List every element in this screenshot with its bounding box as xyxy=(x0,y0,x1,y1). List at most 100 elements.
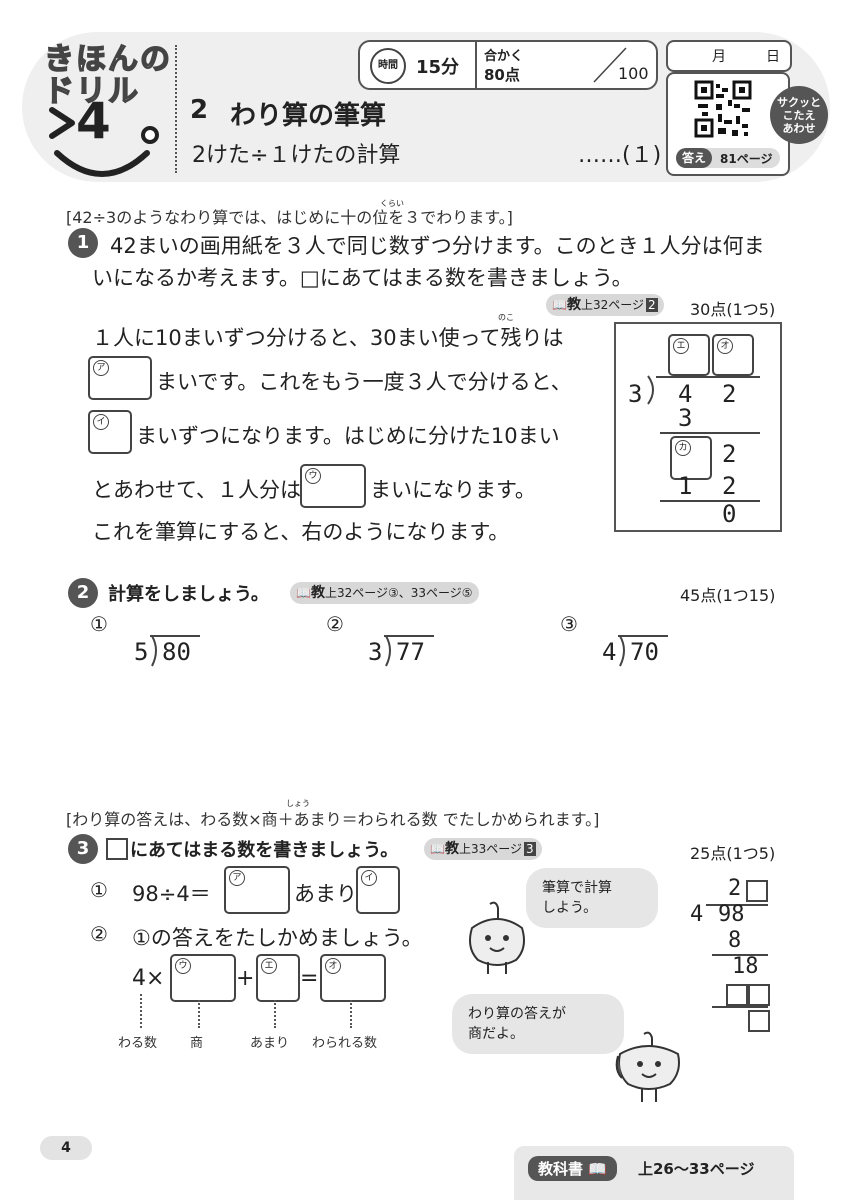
ruby-noko: のこ xyxy=(498,313,514,322)
book-icon: 📖 xyxy=(430,842,445,856)
hint-blank-remainder[interactable] xyxy=(748,1010,770,1032)
mascot-apple-girl-icon xyxy=(615,1031,680,1102)
ref-text: 上32ページ③、33ページ⑤ xyxy=(324,586,473,600)
section3-intro: [わり算の答えは、わる数×商＋あまり＝わられる数 でたしかめられます。] xyxy=(66,810,600,829)
problem-1-divisor: 5 xyxy=(134,638,149,666)
question-number-1: 1 xyxy=(68,228,98,258)
answer-blank-eq-quotient[interactable]: ウ xyxy=(170,954,236,1002)
textbook-footer: 教科書 📖 上26～33ページ xyxy=(514,1146,794,1200)
textbook-pages: 上26～33ページ xyxy=(638,1160,755,1178)
box-divider xyxy=(475,42,477,88)
rule-1 xyxy=(660,432,760,434)
blank-label: エ xyxy=(261,958,277,974)
q3-points: 25点(1つ5) xyxy=(690,844,776,863)
hint-blank-1[interactable] xyxy=(726,984,748,1006)
ref-text: 上32ページ xyxy=(580,298,644,312)
bubble1-line2: しよう。 xyxy=(542,900,598,916)
ref-text: 上33ページ xyxy=(458,842,522,856)
divisor: 3 xyxy=(628,380,643,408)
textbook-label-text: 教科書 xyxy=(538,1160,584,1178)
answer-blank-p1-remainder[interactable]: イ xyxy=(356,866,400,914)
problem-2-bracket xyxy=(384,635,434,667)
sakutto-badge[interactable]: サクッと こたえ あわせ xyxy=(770,86,828,144)
hint-quotient-blank[interactable] xyxy=(746,880,768,902)
q1-body-line2: まいです。これをもう一度３人で分けると、 xyxy=(156,370,572,394)
bubble1-line1: 筆算で計算 xyxy=(542,880,612,896)
speech-bubble-1: 筆算で計算 しよう。 xyxy=(526,868,658,928)
hint-division-bar xyxy=(706,904,768,906)
answer-blank-eq-remainder[interactable]: エ xyxy=(256,954,300,1002)
blank-label: カ xyxy=(675,440,691,456)
label-warareru: わられる数 xyxy=(312,1036,378,1051)
hint-rule-1 xyxy=(712,954,768,956)
blank-label: エ xyxy=(673,338,689,354)
rule-2 xyxy=(660,500,760,502)
answer-blank-u[interactable]: ウ xyxy=(300,464,366,508)
blank-square-icon xyxy=(106,838,128,860)
q1-line1: 42まいの画用紙を３人で同じ数ずつ分けます。このとき１人分は何ま xyxy=(110,234,765,258)
bubble2-line2: 商だよ。 xyxy=(468,1026,524,1042)
kyo-mark: 教 xyxy=(444,841,459,857)
q2-text: 計算をしましょう。 xyxy=(108,584,269,605)
problem-1-dividend: 80 xyxy=(162,638,191,666)
division-bar xyxy=(656,376,760,378)
problem-1-mark: ① xyxy=(90,612,108,636)
sakutto-line3: あわせ xyxy=(782,121,816,135)
answer-blank-a[interactable]: ア xyxy=(88,356,152,400)
eq-prefix: 4× xyxy=(132,966,165,991)
time-score-box: 時間 15分 合かく 80点 100 xyxy=(358,40,658,90)
p1-expression: 98÷4＝ xyxy=(132,882,211,906)
ref-num: 2 xyxy=(645,298,658,312)
hint-blank-2[interactable] xyxy=(748,984,770,1006)
question-number-2: 2 xyxy=(68,578,98,608)
answer-blank-o[interactable]: オ xyxy=(712,334,754,376)
answer-blank-e[interactable]: エ xyxy=(668,334,710,376)
book-icon: 📖 xyxy=(552,298,567,312)
header-divider xyxy=(175,45,177,173)
p1-mark: ① xyxy=(90,878,108,902)
question-number-3: 3 xyxy=(68,834,98,864)
unit-title: わり算の筆算 xyxy=(230,101,387,131)
ruby-shou: しょう xyxy=(286,799,310,808)
remainder: 0 xyxy=(722,500,737,528)
answer-page: 81ページ xyxy=(720,152,773,166)
kyo-mark: 教 xyxy=(310,585,325,601)
eq-equal: = xyxy=(300,966,319,991)
p1-amari: あまり xyxy=(294,882,357,906)
problem-2-dividend: 77 xyxy=(396,638,425,666)
q1-body-line4b: まいになります。 xyxy=(370,478,536,502)
p2-text: ①の答えをたしかめましょう。 xyxy=(132,926,423,950)
stopwatch-icon: 時間 xyxy=(370,48,406,84)
pass-value: 80点 xyxy=(484,66,520,84)
textbook-label: 教科書 📖 xyxy=(528,1156,617,1181)
book-icon: 📖 xyxy=(296,586,311,600)
blank-label: イ xyxy=(93,414,109,430)
hint-long-division: 2 4 98 8 18 xyxy=(688,872,778,1032)
bring-down: 2 xyxy=(722,440,737,468)
logo-number: 4 xyxy=(76,92,111,150)
p2-mark: ② xyxy=(90,922,108,946)
logo-line1: きほんの xyxy=(43,41,172,78)
blank-label: イ xyxy=(361,870,377,886)
answer-blank-i[interactable]: イ xyxy=(88,410,132,454)
speech-bubble-2: わり算の答えが 商だよ。 xyxy=(452,994,624,1054)
leader-line xyxy=(350,1000,352,1028)
date-box[interactable]: 月 日 xyxy=(666,40,792,72)
problem-3-divisor: 4 xyxy=(602,638,617,666)
answer-blank-eq-dividend[interactable]: オ xyxy=(320,954,386,1002)
slash-mark xyxy=(593,47,627,83)
second-subtract-ones: 2 xyxy=(722,472,737,500)
answer-blank-p1-quotient[interactable]: ア xyxy=(224,866,290,914)
long-division-panel: エ オ 3 4 2 3 カ 2 1 2 0 xyxy=(614,322,782,532)
hint-dividend: 98 xyxy=(718,902,745,927)
answer-blank-ka[interactable]: カ xyxy=(670,436,712,480)
month-label: 月 xyxy=(712,49,726,65)
q1-points: 30点(1つ5) xyxy=(690,300,776,319)
qr-code-icon xyxy=(694,80,752,138)
q1-body-line4a: とあわせて、１人分は xyxy=(92,478,301,502)
hint-rule-2 xyxy=(712,1006,768,1008)
q1-body-line3: まいずつになります。はじめに分けた10まい xyxy=(136,424,560,448)
mascot-apple-icon xyxy=(469,901,525,974)
